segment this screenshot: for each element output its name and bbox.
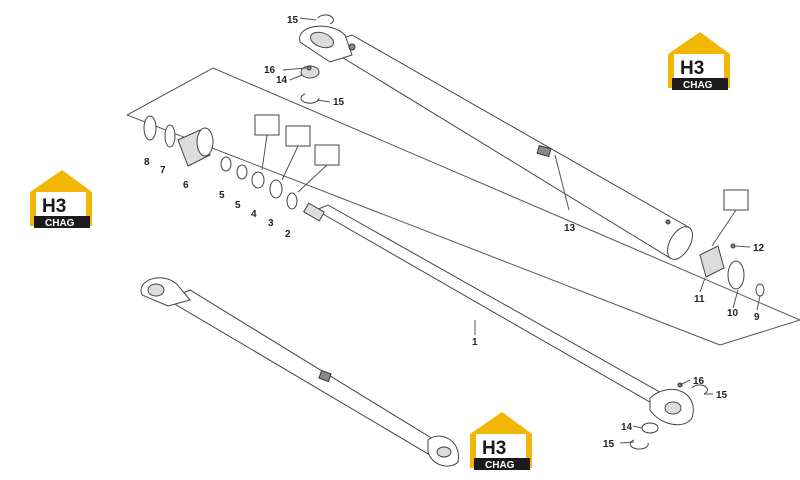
callout-7: 7 — [160, 165, 166, 176]
cylinder-barrel — [299, 25, 693, 260]
assembled-cylinder — [140, 277, 459, 467]
callout-15: 15 — [716, 390, 728, 401]
piston-rod — [303, 202, 694, 426]
logo-subtext: CHAG — [45, 218, 75, 229]
callout-14: 14 — [621, 422, 633, 433]
logo-mark: H3 — [482, 438, 506, 459]
callout-8: 8 — [144, 157, 150, 168]
callout-13: 13 — [564, 223, 576, 234]
callout-leaders — [282, 17, 761, 444]
assembly-frame — [126, 67, 800, 346]
brand-logo-top-right: H3 CHAG — [668, 32, 730, 91]
callout-4: 4 — [251, 209, 257, 220]
callout-9: 9 — [754, 312, 760, 323]
callout-14: 14 — [276, 75, 288, 86]
callout-16: 16 — [693, 376, 705, 387]
callout-2: 2 — [285, 229, 291, 240]
bottom-eye-hardware — [629, 384, 708, 450]
callout-15: 15 — [333, 97, 345, 108]
seal-kit — [143, 114, 340, 210]
callout-3: 3 — [268, 218, 274, 229]
callout-15: 15 — [603, 439, 615, 450]
callout-5: 5 — [219, 190, 225, 201]
callout-1: 1 — [472, 337, 478, 348]
callout-6: 6 — [183, 180, 189, 191]
gland-parts — [699, 189, 765, 297]
logo-subtext: CHAG — [485, 460, 515, 471]
callout-10: 10 — [727, 308, 739, 319]
callout-15: 15 — [287, 15, 299, 26]
brand-logo-left: H3 CHAG — [30, 170, 92, 229]
logo-subtext: CHAG — [683, 80, 713, 91]
callout-5: 5 — [235, 200, 241, 211]
callout-16: 16 — [264, 65, 276, 76]
logo-mark: H3 — [680, 58, 704, 79]
logo-mark: H3 — [42, 196, 66, 217]
brand-logo-bottom: H3 CHAG — [470, 412, 532, 471]
top-eye-hardware — [300, 14, 334, 104]
callout-12: 12 — [753, 243, 765, 254]
callout-labels: 15 16 14 15 8 7 6 5 5 4 3 2 13 1 12 11 1… — [144, 15, 765, 450]
callout-11: 11 — [694, 294, 705, 305]
